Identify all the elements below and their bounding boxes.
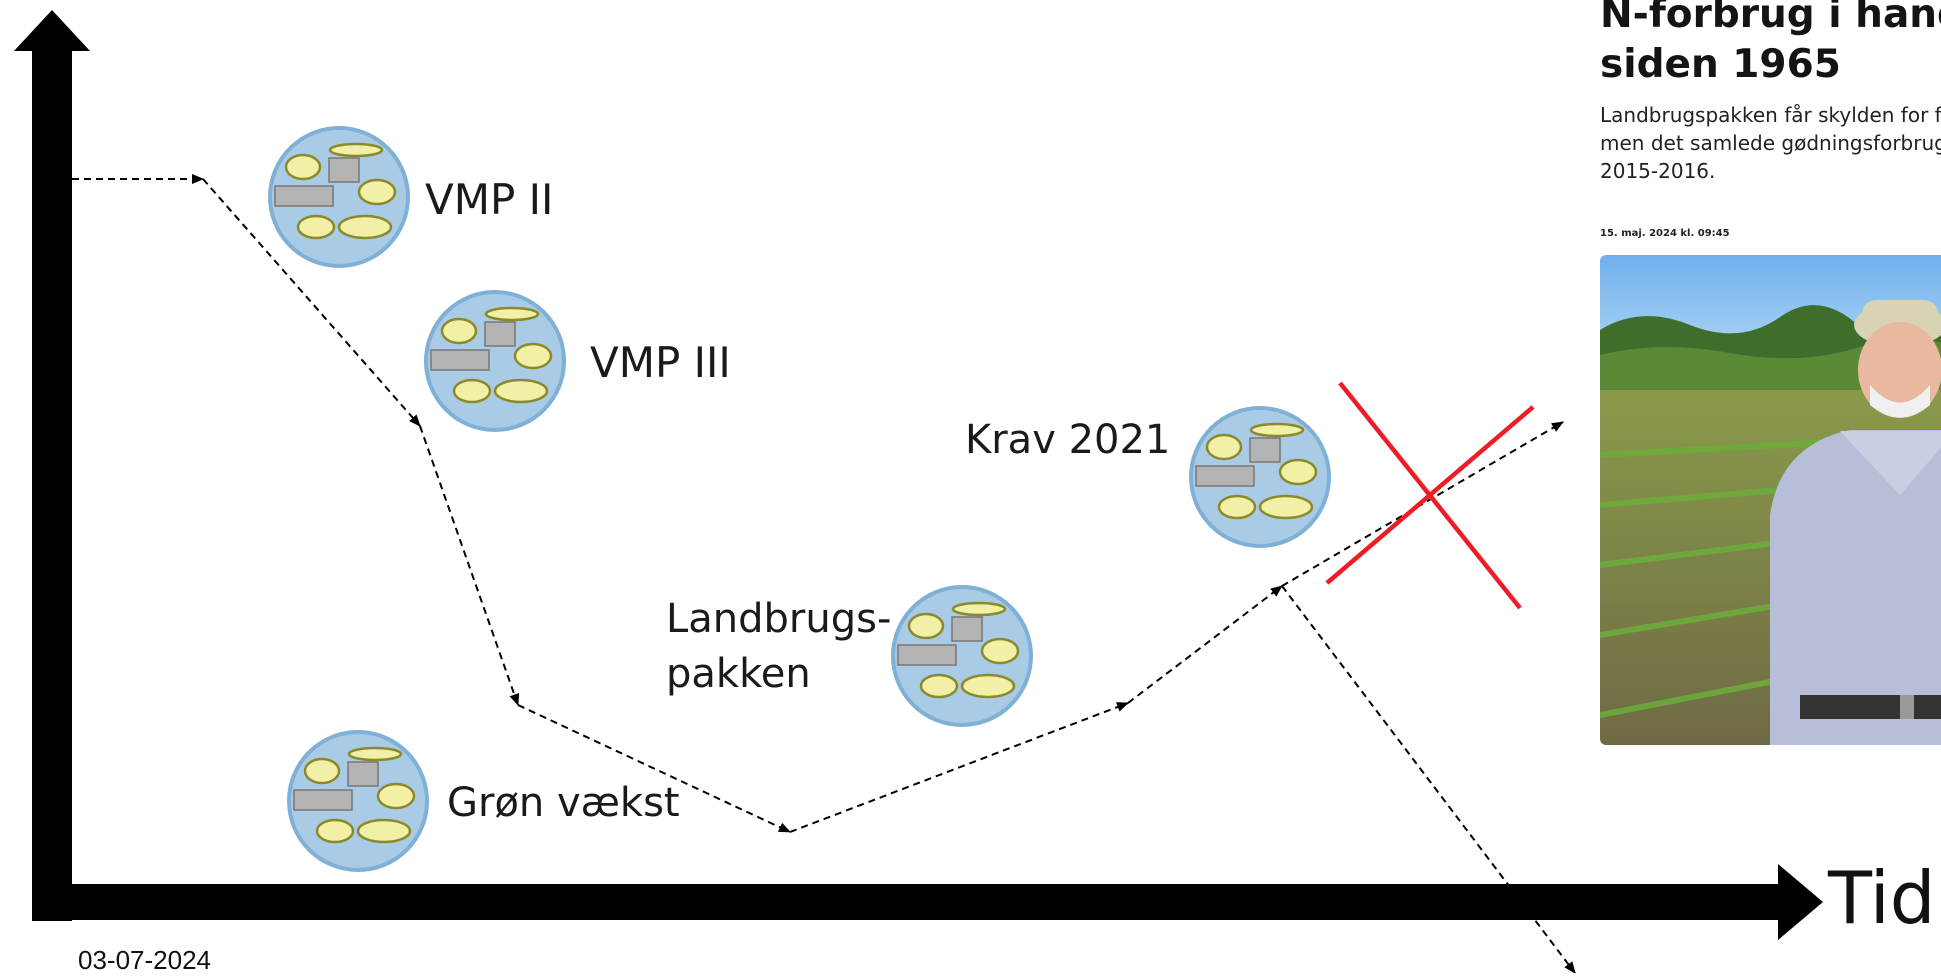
field-icon bbox=[424, 290, 566, 432]
trend-segment bbox=[789, 702, 1129, 833]
trend-segment bbox=[419, 425, 520, 706]
y-axis bbox=[32, 45, 72, 921]
trend-segment bbox=[1281, 585, 1576, 973]
news-article-clipping: N-forbrug i handels siden 1965 Landbrugs… bbox=[1600, 0, 1941, 760]
trend-segment bbox=[1127, 585, 1283, 704]
red-cross-icon bbox=[1325, 381, 1535, 610]
x-axis-arrowhead bbox=[1778, 864, 1823, 940]
label-vmp-ii: VMP II bbox=[425, 175, 554, 224]
label-landbrugspakken-line2: pakken bbox=[666, 651, 811, 697]
y-axis-arrowhead bbox=[14, 10, 90, 51]
label-vmp-iii: VMP III bbox=[590, 338, 731, 387]
article-timestamp: 15. maj. 2024 kl. 09:45 bbox=[1600, 228, 1730, 239]
field-icon bbox=[287, 730, 429, 872]
trend-path bbox=[72, 174, 1576, 973]
x-axis bbox=[32, 884, 1790, 920]
article-lead: Landbrugspakken får skylden for f men de… bbox=[1600, 103, 1941, 183]
x-axis-label: Tid bbox=[1828, 856, 1936, 940]
trend-segment bbox=[202, 178, 421, 427]
footer-date: 03-07-2024 bbox=[78, 945, 211, 975]
article-title-line2: siden 1965 bbox=[1600, 42, 1841, 87]
article-title: N-forbrug i handels siden 1965 bbox=[1600, 0, 1941, 90]
article-title-line1: N-forbrug i handels bbox=[1600, 0, 1941, 37]
article-photo bbox=[1600, 255, 1941, 745]
trend-segment bbox=[517, 704, 791, 833]
label-landbrugspakken-line1: Landbrugs- bbox=[666, 596, 892, 642]
field-icon bbox=[1189, 406, 1331, 548]
label-gron-vaekst: Grøn vækst bbox=[447, 780, 680, 826]
field-icon bbox=[268, 126, 410, 268]
field-icon bbox=[891, 585, 1033, 727]
label-krav-2021: Krav 2021 bbox=[965, 417, 1171, 463]
